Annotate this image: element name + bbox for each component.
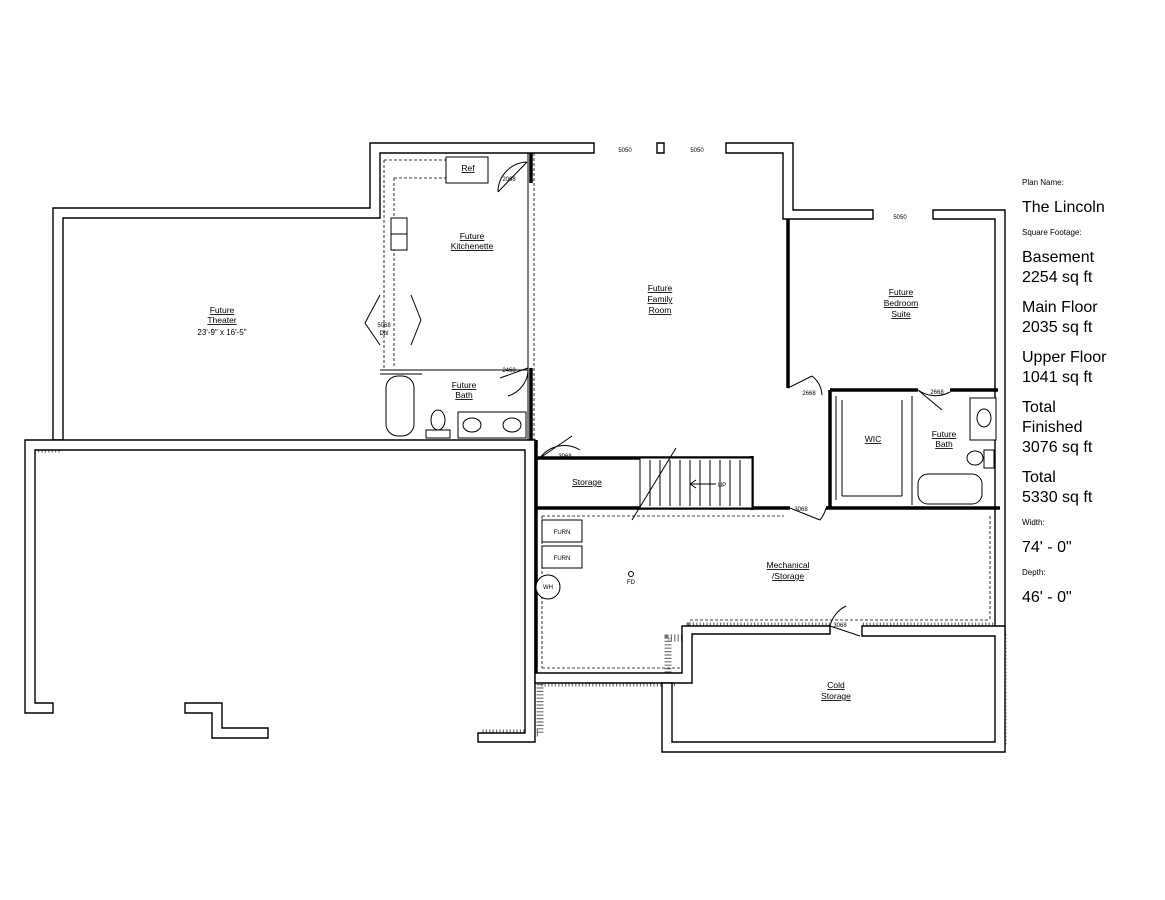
toilet-2 xyxy=(966,450,984,466)
door-2668-wic: 2668 xyxy=(802,391,816,397)
family-label-1: Future xyxy=(648,283,673,293)
bedroom-label-1: Future xyxy=(889,287,914,297)
family-label-2: Family xyxy=(647,294,673,304)
furnace-1 xyxy=(541,519,583,543)
family-label-3: Room xyxy=(649,305,672,315)
bath1-label-2: Bath xyxy=(455,390,473,400)
ref-label: Ref xyxy=(461,163,475,173)
door-5068: 5068 xyxy=(377,323,391,329)
callouts: 5050 5050 5050 2068 5068 Dbl 2468 3068 2… xyxy=(377,148,944,629)
bedroom-label-2: Bedroom xyxy=(884,298,919,308)
bath1-label-1: Future xyxy=(452,380,477,390)
toilet-1 xyxy=(430,409,446,431)
width-value: 74' - 0" xyxy=(1022,539,1072,556)
bathtub-1 xyxy=(385,375,415,437)
furnace-1-label: FURN xyxy=(554,530,571,536)
bathtub-2 xyxy=(917,473,983,505)
plan-info-panel: Plan Name: The Lincoln Square Footage: B… xyxy=(1022,178,1162,618)
room-labels: Future Theater 23'-9" x 16'-5" Future Ki… xyxy=(197,231,956,701)
plan-name-label: Plan Name: xyxy=(1022,178,1064,187)
plan-name: The Lincoln xyxy=(1022,199,1105,216)
basement-sqft: Basement 2254 sq ft xyxy=(1022,249,1095,286)
depth-value: 46' - 0" xyxy=(1022,589,1072,606)
vanity-2 xyxy=(969,397,997,441)
door-3068-storage: 3068 xyxy=(558,454,572,460)
vanity-1 xyxy=(457,411,527,439)
theater-label-1: Future xyxy=(210,305,235,315)
mechanical-label-2: /Storage xyxy=(772,571,804,581)
floor-drain xyxy=(628,571,634,577)
bedroom-label-3: Suite xyxy=(891,309,911,319)
window-5050-2: 5050 xyxy=(690,148,704,154)
cold-label-1: Cold xyxy=(827,680,845,690)
kitchenette-label-2: Kitchenette xyxy=(451,241,494,251)
fixtures: Ref FURN FURN WH FD UP xyxy=(383,156,997,600)
upper-floor-sqft: Upper Floor 1041 sq ft xyxy=(1022,349,1107,386)
floor-plan: Ref FURN FURN WH FD UP Future Theater 23… xyxy=(24,142,1007,753)
storage-label: Storage xyxy=(572,477,602,487)
refrigerator xyxy=(445,156,489,184)
bath2-label-1: Future xyxy=(932,429,957,439)
door-3068-cold: 3068 xyxy=(833,623,847,629)
stair-up-label: UP xyxy=(718,483,726,489)
main-floor-sqft: Main Floor 2035 sq ft xyxy=(1022,299,1098,336)
window-5050-1: 5050 xyxy=(618,148,632,154)
furnace-2-label: FURN xyxy=(554,556,571,562)
kitchenette-label-1: Future xyxy=(460,231,485,241)
exterior-walls xyxy=(24,142,1007,753)
width-label: Width: xyxy=(1022,518,1045,527)
water-heater xyxy=(535,574,561,600)
theater-dimensions: 23'-9" x 16'-5" xyxy=(197,328,246,337)
window-5050-3: 5050 xyxy=(893,215,907,221)
square-footage-label: Square Footage: xyxy=(1022,228,1082,237)
cold-label-2: Storage xyxy=(821,691,851,701)
depth-label: Depth: xyxy=(1022,568,1046,577)
door-2668-bath: 2668 xyxy=(930,390,944,396)
water-heater-label: WH xyxy=(543,585,553,591)
staircase xyxy=(631,447,753,521)
door-2068: 2068 xyxy=(502,177,516,183)
furnace-2 xyxy=(541,545,583,569)
total-sqft: Total 5330 sq ft xyxy=(1022,469,1093,506)
door-2468: 2468 xyxy=(502,368,516,374)
door-dbl: Dbl xyxy=(379,331,388,337)
wic-label: WIC xyxy=(865,434,882,444)
floor-drain-label: FD xyxy=(627,580,636,586)
total-finished-sqft: Total Finished 3076 sq ft xyxy=(1022,399,1093,456)
bath2-label-2: Bath xyxy=(935,439,953,449)
theater-label-2: Theater xyxy=(207,315,236,325)
door-3068-mechanical: 3068 xyxy=(794,507,808,513)
mechanical-label-1: Mechanical xyxy=(767,560,810,570)
doors xyxy=(364,161,951,637)
